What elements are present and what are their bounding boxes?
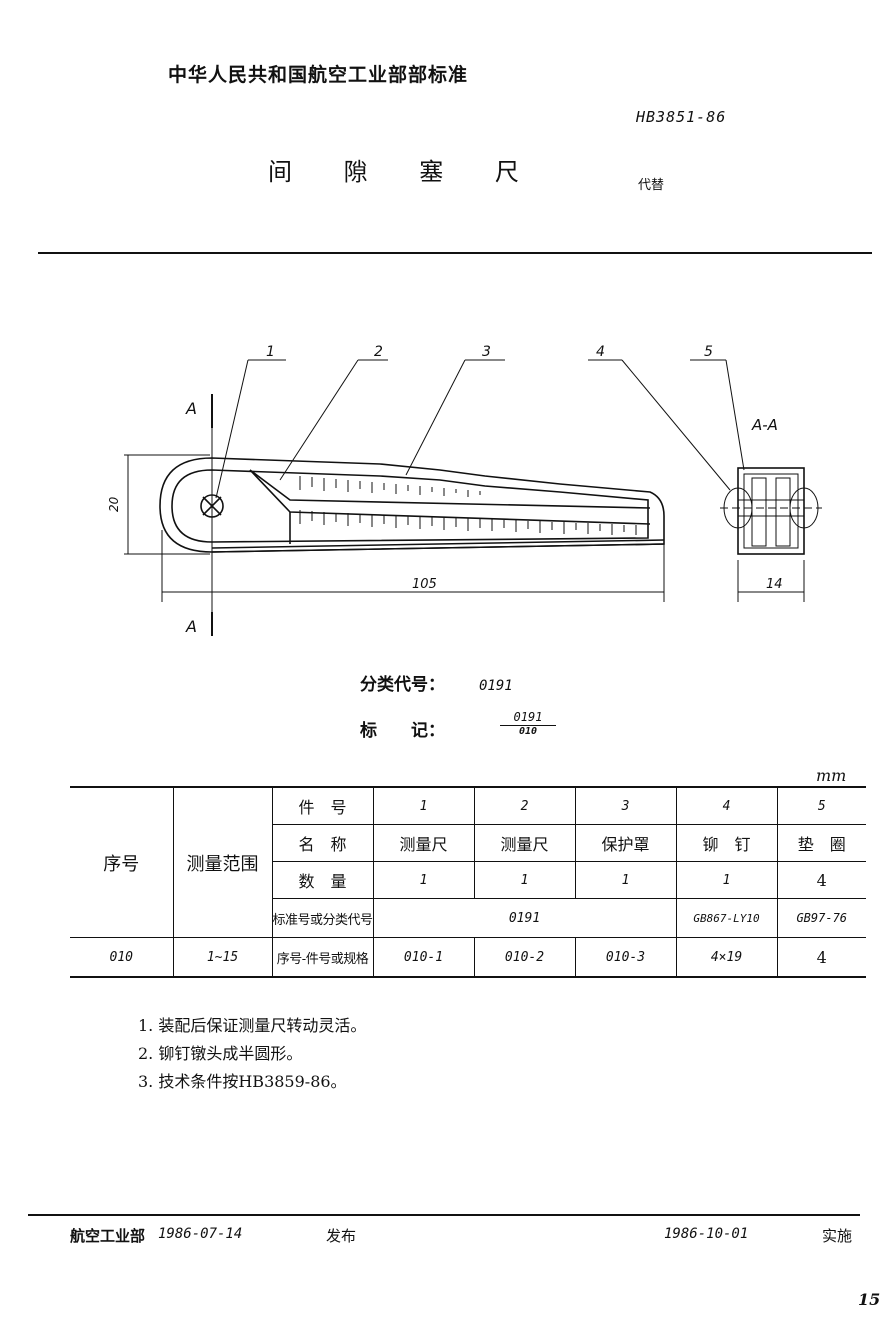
callout-3: 3 bbox=[482, 344, 491, 360]
data-range: 1~15 bbox=[172, 937, 273, 978]
note-3: 3. 技术条件按HB3859-86。 bbox=[138, 1072, 347, 1091]
section-mark-top: A bbox=[185, 399, 197, 418]
technical-notes: 1. 装配后保证测量尺转动灵活。 2. 铆钉镦头成半圆形。 3. 技术条件按HB… bbox=[138, 1012, 366, 1096]
footer-issue-label: 发布 bbox=[326, 1227, 357, 1245]
footer-divider bbox=[28, 1214, 860, 1216]
qty-1: 1 bbox=[372, 861, 475, 899]
footer-issue-date: 1986-07-14 bbox=[158, 1226, 243, 1242]
footer-issuer: 航空工业部 bbox=[70, 1227, 146, 1245]
replaces-label: 代替 bbox=[638, 178, 665, 193]
name-4: 铆 钉 bbox=[675, 824, 778, 862]
marking-denominator: 010 bbox=[518, 726, 538, 737]
standard-code-4: GB867-LY10 bbox=[675, 898, 778, 938]
header-range: 测量范围 bbox=[172, 786, 273, 938]
callout-4: 4 bbox=[596, 344, 605, 360]
footer-effective-label: 实施 bbox=[822, 1227, 853, 1245]
classification-code: 分类代号： 0191 bbox=[360, 670, 513, 695]
footer-effective-date: 1986-10-01 bbox=[664, 1226, 749, 1242]
part-no-4: 4 bbox=[675, 786, 778, 825]
page-number: 15 bbox=[858, 1290, 881, 1309]
marking-numerator: 0191 bbox=[500, 710, 556, 726]
dimension-length: 105 bbox=[412, 577, 437, 592]
standard-number: HB3851-86 bbox=[636, 108, 727, 126]
name-2: 测量尺 bbox=[473, 824, 576, 862]
part-no-2: 2 bbox=[473, 786, 576, 825]
header-seq: 序号 bbox=[70, 786, 174, 938]
callout-1: 1 bbox=[266, 344, 275, 360]
document-title: 间 隙 塞 尺 bbox=[268, 158, 541, 186]
dimension-width: 14 bbox=[766, 577, 783, 592]
section-mark-bottom: A bbox=[185, 617, 197, 636]
unit-label: mm bbox=[816, 766, 847, 785]
row-label-quantity: 数 量 bbox=[271, 861, 374, 899]
standard-code-1-3: 0191 bbox=[372, 898, 677, 938]
row-label-name: 名 称 bbox=[271, 824, 374, 862]
table-row: 010 1~15 序号-件号或规格 010-1 010-2 010-3 4×19… bbox=[70, 937, 866, 978]
classification-value: 0191 bbox=[479, 678, 513, 694]
table-row: 名 称 测量尺 测量尺 保护罩 铆 钉 垫 圈 bbox=[70, 824, 866, 862]
note-1: 1. 装配后保证测量尺转动灵活。 bbox=[138, 1016, 367, 1035]
name-3: 保护罩 bbox=[574, 824, 677, 862]
dimension-height: 20 bbox=[107, 496, 121, 512]
table-row: 序号 测量范围 件 号 1 2 3 4 5 bbox=[70, 786, 866, 938]
qty-5: 4 bbox=[776, 861, 866, 899]
classification-label: 分类代号： bbox=[360, 675, 445, 695]
name-5: 垫 圈 bbox=[776, 824, 866, 862]
section-view-label: A-A bbox=[751, 416, 778, 434]
qty-2: 1 bbox=[473, 861, 576, 899]
name-1: 测量尺 bbox=[372, 824, 475, 862]
qty-3: 1 bbox=[574, 861, 677, 899]
data-seq: 010 bbox=[70, 937, 174, 978]
header-divider bbox=[38, 252, 872, 254]
note-2: 2. 铆钉镦头成半圆形。 bbox=[138, 1044, 303, 1063]
marking-fraction: 0191 010 bbox=[500, 710, 556, 737]
parts-table: 序号 测量范围 件 号 1 2 3 4 5 名 称 测量尺 测量尺 保护罩 铆 … bbox=[70, 786, 866, 978]
row-label-standard: 标准号或分类代号 bbox=[271, 898, 374, 938]
callout-2: 2 bbox=[374, 344, 383, 360]
part-no-1: 1 bbox=[372, 786, 475, 825]
marking-label: 标 记： bbox=[360, 721, 445, 741]
table-row: 标准号或分类代号 0191 GB867-LY10 GB97-76 bbox=[70, 898, 866, 938]
spec-1: 010-1 bbox=[372, 937, 475, 978]
part-no-5: 5 bbox=[776, 786, 866, 825]
table-row: 数 量 1 1 1 1 4 bbox=[70, 861, 866, 899]
row-label-part-no: 件 号 bbox=[271, 786, 374, 825]
technical-drawing: 1 2 3 4 5 A A A-A 20 105 14 bbox=[107, 344, 822, 636]
issuing-organization: 中华人民共和国航空工业部部标准 bbox=[168, 64, 469, 86]
spec-2: 010-2 bbox=[473, 937, 576, 978]
part-no-3: 3 bbox=[574, 786, 677, 825]
spec-5: 4 bbox=[776, 937, 866, 978]
callout-5: 5 bbox=[704, 344, 713, 360]
qty-4: 1 bbox=[675, 861, 778, 899]
standard-code-5: GB97-76 bbox=[776, 898, 866, 938]
row-label-spec: 序号-件号或规格 bbox=[271, 937, 374, 978]
spec-4: 4×19 bbox=[675, 937, 778, 978]
spec-3: 010-3 bbox=[574, 937, 677, 978]
